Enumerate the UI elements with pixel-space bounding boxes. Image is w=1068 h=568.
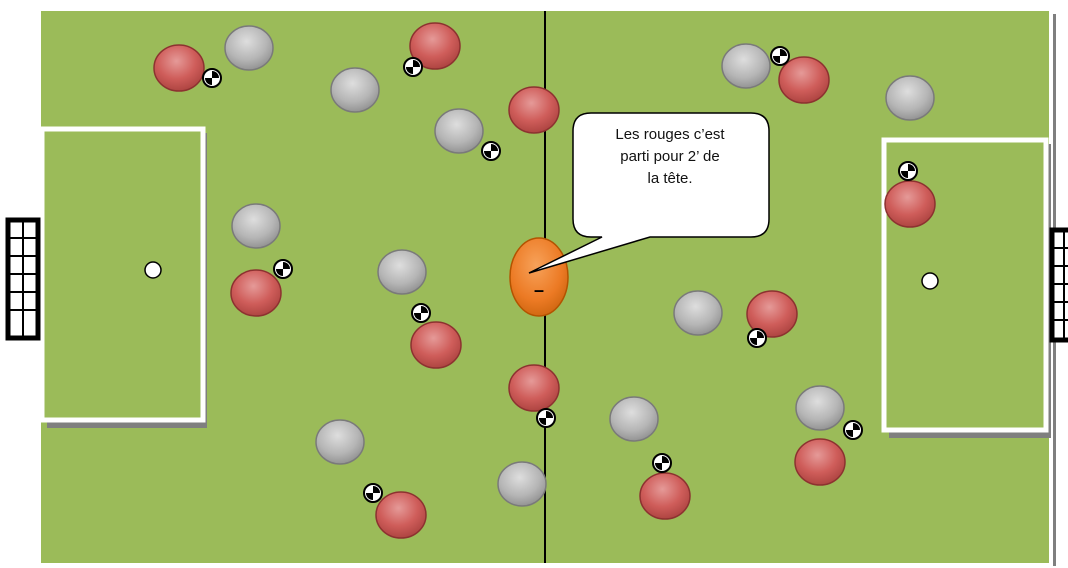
grey-player <box>885 75 935 121</box>
red-player <box>884 180 936 228</box>
ball <box>403 57 423 77</box>
right-penalty-spot <box>921 272 939 290</box>
red-player <box>639 472 691 520</box>
speech-line: parti pour 2’ de <box>620 148 720 165</box>
ball <box>481 141 501 161</box>
speech-bubble-shape <box>528 112 770 274</box>
grey-player <box>434 108 484 154</box>
left-penalty-area <box>39 126 207 428</box>
ball <box>770 46 790 66</box>
red-player <box>410 321 462 369</box>
speech-bubble <box>528 112 770 274</box>
grey-player <box>497 461 547 507</box>
ball <box>411 303 431 323</box>
red-player <box>409 22 461 70</box>
right-penalty-area <box>881 137 1051 438</box>
red-player <box>508 364 560 412</box>
ball <box>273 259 293 279</box>
red-team <box>153 22 936 539</box>
balls <box>202 46 918 503</box>
speech-bubble-text: Les rouges c’est parti pour 2’ de la têt… <box>575 124 765 190</box>
red-player <box>508 86 560 134</box>
grey-player <box>609 396 659 442</box>
speech-line: la tête. <box>647 170 693 187</box>
left-penalty-box <box>39 126 206 423</box>
ball <box>843 420 863 440</box>
grey-player <box>673 290 723 336</box>
red-player <box>778 56 830 104</box>
left-penalty-spot <box>144 261 162 279</box>
right-goal <box>1049 227 1068 343</box>
ball <box>536 408 556 428</box>
coach-mark: – <box>534 280 544 300</box>
grey-player <box>721 43 771 89</box>
red-player <box>746 290 798 338</box>
left-goal <box>5 217 41 341</box>
coach: – <box>509 237 569 317</box>
grey-player <box>377 249 427 295</box>
grey-player <box>231 203 281 249</box>
red-player <box>794 438 846 486</box>
ball <box>747 328 767 348</box>
grey-team <box>224 25 935 507</box>
ball <box>202 68 222 88</box>
grey-player <box>795 385 845 431</box>
red-player <box>230 269 282 317</box>
ball <box>652 453 672 473</box>
ball <box>363 483 383 503</box>
red-player <box>375 491 427 539</box>
grey-player <box>315 419 365 465</box>
grey-player <box>330 67 380 113</box>
grey-player <box>224 25 274 71</box>
coach-marker <box>509 237 569 317</box>
red-player <box>153 44 205 92</box>
speech-line: Les rouges c’est <box>615 126 725 143</box>
ball <box>898 161 918 181</box>
